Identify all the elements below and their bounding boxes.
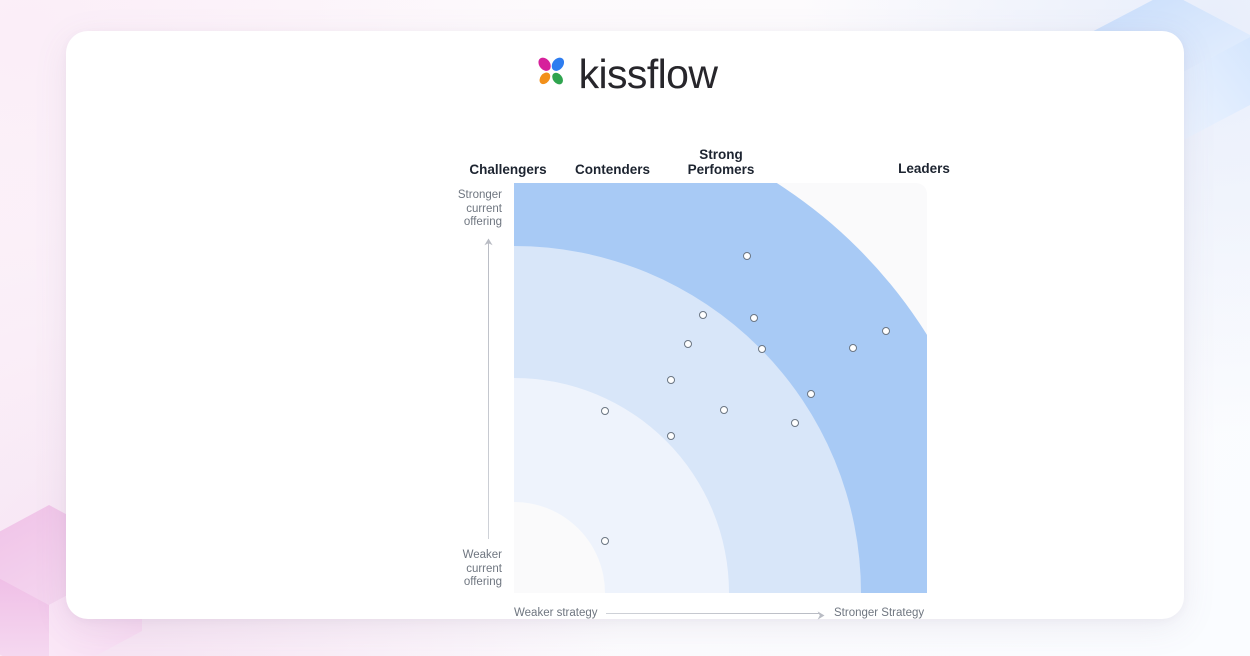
- data-point-marker[interactable]: [848, 343, 857, 352]
- data-point-marker[interactable]: [757, 345, 766, 354]
- quadrant-label-contenders: Contenders: [574, 162, 650, 177]
- data-point-marker[interactable]: [600, 406, 609, 415]
- x-axis-label-right: Stronger Strategy: [834, 607, 925, 619]
- quadrant-label-challengers: Challengers: [469, 162, 547, 177]
- brand-wordmark: kissflow: [578, 50, 718, 97]
- data-point-marker[interactable]: [683, 340, 692, 349]
- brand-logo: kissflow: [66, 53, 1184, 95]
- kissflow-butterfly-logo-icon: [533, 53, 570, 95]
- data-point-marker[interactable]: [790, 418, 799, 427]
- data-point-marker[interactable]: [699, 311, 708, 320]
- data-point-marker[interactable]: [600, 536, 609, 545]
- quadrant-plot-area: [514, 183, 927, 593]
- x-axis-label-left: Weaker strategy: [514, 607, 598, 619]
- y-axis-line: [488, 239, 489, 539]
- data-point-marker[interactable]: [882, 327, 891, 335]
- data-point-marker[interactable]: [742, 251, 751, 260]
- quadrant-label-strong-performers: Strong Perfomers: [687, 147, 755, 177]
- data-point-marker[interactable]: [749, 313, 758, 322]
- x-axis-line: [606, 613, 820, 614]
- arrow-right-icon: [814, 608, 825, 626]
- y-axis-label-bottom: Weaker current offering: [462, 549, 502, 589]
- quadrant-label-leaders: Leaders: [898, 161, 950, 176]
- data-point-marker[interactable]: [719, 406, 728, 415]
- main-card: kissflow Challengers Contenders Strong P…: [66, 31, 1184, 620]
- y-axis-label-top: Stronger current offering: [457, 189, 502, 229]
- data-point-marker[interactable]: [666, 431, 675, 440]
- data-point-marker[interactable]: [806, 390, 815, 399]
- data-point-marker[interactable]: [666, 375, 675, 384]
